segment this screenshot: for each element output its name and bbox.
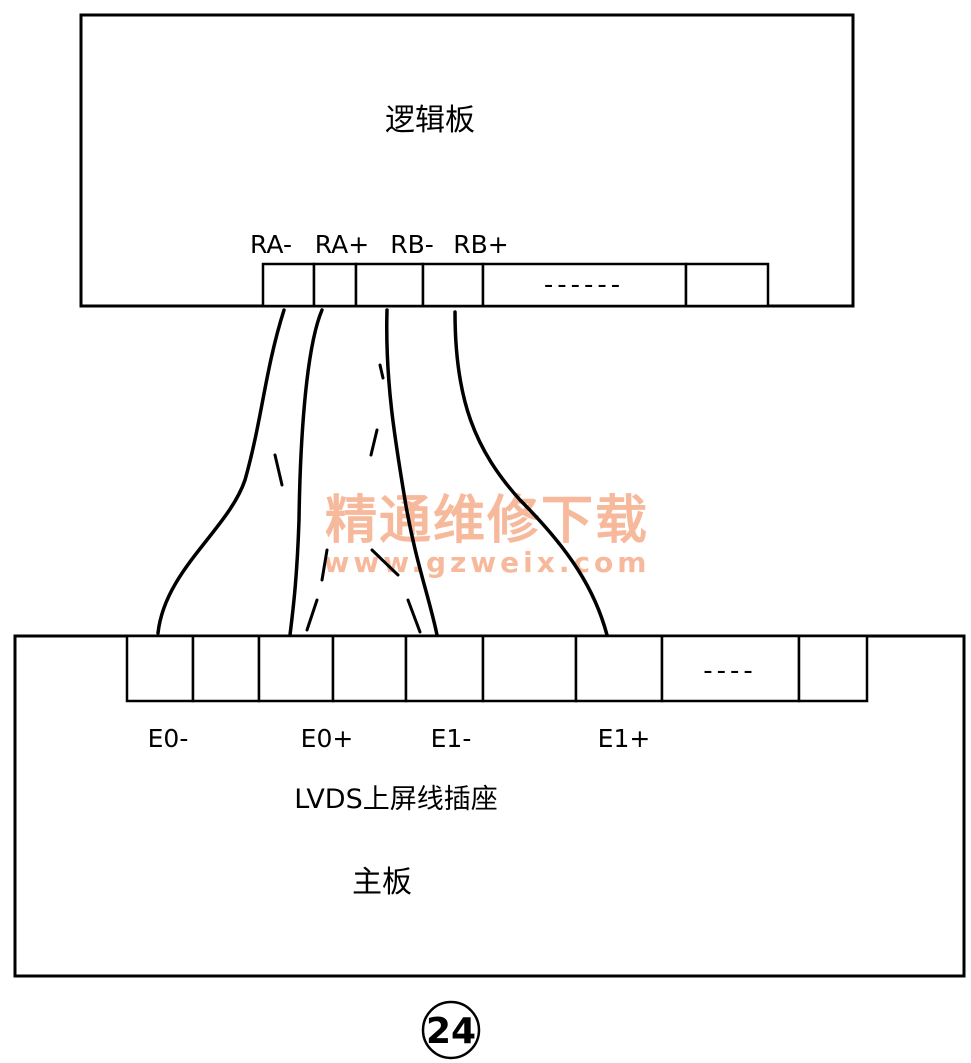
- logic-pin-ra-minus: [261, 262, 316, 308]
- main-pin-e0-plus: [257, 634, 335, 703]
- main-pin-label-e0-plus: E0+: [301, 724, 354, 753]
- logic-pin-label-ra-minus: RA-: [250, 230, 292, 259]
- main-board-connector: ----: [125, 634, 869, 703]
- strand-dash-1: [273, 453, 284, 487]
- strand-dash-4: [370, 548, 400, 577]
- main-pin-e1-plus: [574, 634, 664, 703]
- wire-rb-plus-to-e1-plus: [453, 310, 609, 637]
- main-pin-spare-group: [660, 634, 801, 703]
- logic-pin-ra-plus: [312, 262, 358, 308]
- strand-dash-3: [369, 428, 379, 457]
- logic-connector-ellipsis: ------: [544, 270, 624, 300]
- figure-number: 24: [421, 1000, 481, 1060]
- watermark-text: 精通维修下载: [325, 490, 649, 551]
- logic-pin-rb-plus: [421, 262, 485, 308]
- main-pin-label-e1-plus: E1+: [598, 724, 651, 753]
- logic-board-outline: [79, 13, 855, 308]
- main-board: ---- E0- E0+ E1- E1+ LVDS上屏线插座 主板: [13, 634, 966, 978]
- logic-board-connector: ------: [261, 262, 770, 308]
- figure-number-text: 24: [426, 1011, 476, 1052]
- main-board-title: 主板: [352, 865, 412, 900]
- logic-pin-spare-group: [481, 262, 688, 308]
- cable-bundle: [156, 308, 609, 637]
- watermark-url: www.gzweix.com: [324, 546, 651, 579]
- wire-rb-minus-to-e1-minus: [385, 308, 439, 637]
- strand-dash-5: [320, 548, 329, 582]
- logic-board: 逻辑板 ------ RA- RA+ RB- RB+: [79, 13, 855, 308]
- main-pin-6: [481, 634, 578, 703]
- strand-dash-2: [378, 363, 385, 380]
- main-pin-4: [331, 634, 408, 703]
- main-connector-ellipsis: ----: [703, 656, 757, 686]
- main-pin-label-e1-minus: E1-: [431, 724, 472, 753]
- connector-label: LVDS上屏线插座: [294, 784, 497, 815]
- strand-dash-6: [305, 598, 319, 632]
- watermark: 精通维修下载 www.gzweix.com: [324, 490, 651, 579]
- logic-pin-rb-minus: [354, 262, 425, 308]
- main-pin-label-e0-minus: E0-: [148, 724, 189, 753]
- logic-board-title: 逻辑板: [385, 103, 475, 138]
- logic-pin-label-ra-plus: RA+: [315, 230, 369, 259]
- strand-dash-7: [406, 598, 422, 634]
- logic-pin-label-rb-minus: RB-: [390, 230, 434, 259]
- wire-ra-plus-to-e0-plus: [288, 308, 324, 637]
- figure-number-circle: [421, 1000, 481, 1060]
- logic-pin-last: [684, 262, 770, 308]
- main-pin-e0-minus: [125, 634, 195, 703]
- logic-pin-label-rb-plus: RB+: [453, 230, 508, 259]
- main-pin-e1-minus: [404, 634, 485, 703]
- main-pin-last: [797, 634, 869, 703]
- main-pin-2: [191, 634, 261, 703]
- wire-ra-minus-to-e0-minus: [156, 308, 286, 635]
